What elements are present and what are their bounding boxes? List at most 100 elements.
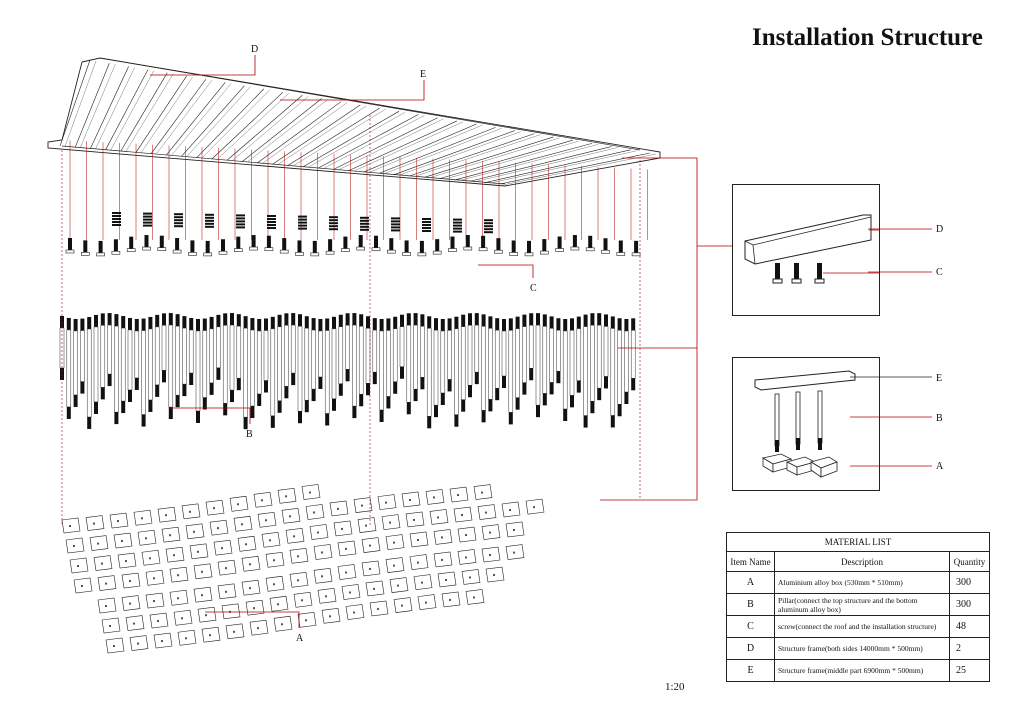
pillar-cap [223,313,228,326]
frame-rib [226,95,303,161]
box-bolt [345,547,347,550]
frame-rib [348,120,458,172]
box-bolt [433,496,435,499]
box-bolt [409,498,411,501]
pillar-foot [250,406,255,419]
spring-coil [422,230,431,232]
header-item-name: Item Name [726,551,775,572]
pillar-cap [189,318,194,331]
screw-washer [96,252,105,257]
pillar-shaft [236,325,242,379]
pillar-shaft [596,324,602,389]
spring-coil [298,224,307,227]
box-bolt [157,620,159,623]
table-row: C screw(connect the roof and the install… [726,615,991,638]
frame-rib [165,82,226,156]
screw-washer [386,249,396,254]
box-bolt [241,523,243,526]
pillar-detail-2 [795,391,801,450]
pillar-cap [454,316,459,329]
spring-coil [298,221,307,224]
box-bolt [469,576,471,579]
pillar-shaft [114,325,119,413]
screw [389,238,394,251]
pillar-foot [386,396,391,409]
pillar-cap [311,318,316,331]
frame-rib [74,63,110,148]
frame-rib [120,72,168,152]
pillar-cap [379,318,384,331]
pillar-foot [604,376,608,389]
box-bolt [493,574,495,577]
pillar-foot [100,387,105,400]
box-bolt [265,519,267,522]
screw-washer [463,246,473,251]
box-bolt [337,507,339,510]
screw [266,235,271,248]
pillar-cap [570,318,574,331]
connector-middle [618,246,698,349]
pillar-shaft [304,327,310,401]
pillar-cap [474,313,479,326]
screw-washer [616,252,626,256]
box-bolt [309,491,311,494]
frame-rib [105,69,149,151]
pillar-shaft [460,326,466,400]
screw [572,235,577,248]
screw [404,240,409,253]
header-quantity: Quantity [948,551,991,572]
screw-detail-2 [791,263,802,284]
pillar-shaft [86,328,92,418]
pillar-foot [495,388,500,401]
screw [481,235,486,248]
pillar-cap [393,316,398,329]
pillar-cap [128,317,132,330]
frame-rib-edge [322,115,425,169]
item-name-cell: A [726,571,775,594]
box-bolt [217,527,219,530]
leader-c [478,264,534,278]
screw-washer [417,252,427,257]
aluminium-box-field [61,484,545,654]
pillar-cap [495,318,500,331]
description-cell: Structure frame(both sides 14000mm * 500… [774,637,950,660]
frame-rib-edge [216,92,290,160]
pillar-foot [66,406,71,419]
box-bolt [237,503,239,506]
detail-label-a: A [936,461,944,472]
pillar-shaft [318,330,323,378]
spring-coil [112,218,121,220]
box-bolt [129,580,131,583]
frame-rib-edge [338,118,444,171]
spring-coil [174,213,183,216]
box-detail-3 [809,456,838,478]
screw [511,240,516,253]
frame-rib [135,75,187,153]
spring-coil [360,219,369,222]
pillar-foot [284,386,289,399]
spring-coil [267,221,276,223]
spring-coil [143,224,152,227]
box-bolt [161,640,163,643]
pillar-cap [209,316,214,329]
pillar-foot [468,385,472,398]
pillar-cap [270,316,275,329]
pillar-foot [631,378,636,391]
spring-coil [143,221,152,224]
table-row: B Pillar(connect the top structure and t… [726,593,991,616]
pillar-foot [624,391,629,404]
frame-rib-edge [307,112,406,168]
screw-washer [249,246,258,251]
pillar-cap [413,313,418,326]
box-bolt [165,514,167,517]
quantity-cell: 48 [948,615,991,638]
pillar-shaft [216,326,221,369]
box-bolt [441,558,443,561]
pillar-cap [318,318,323,331]
pillar-foot [196,410,200,423]
frame-outline [47,57,661,187]
pillar-shaft [556,329,561,372]
screw [450,236,455,249]
screw-washer [157,247,167,251]
frame-rib [302,111,400,168]
